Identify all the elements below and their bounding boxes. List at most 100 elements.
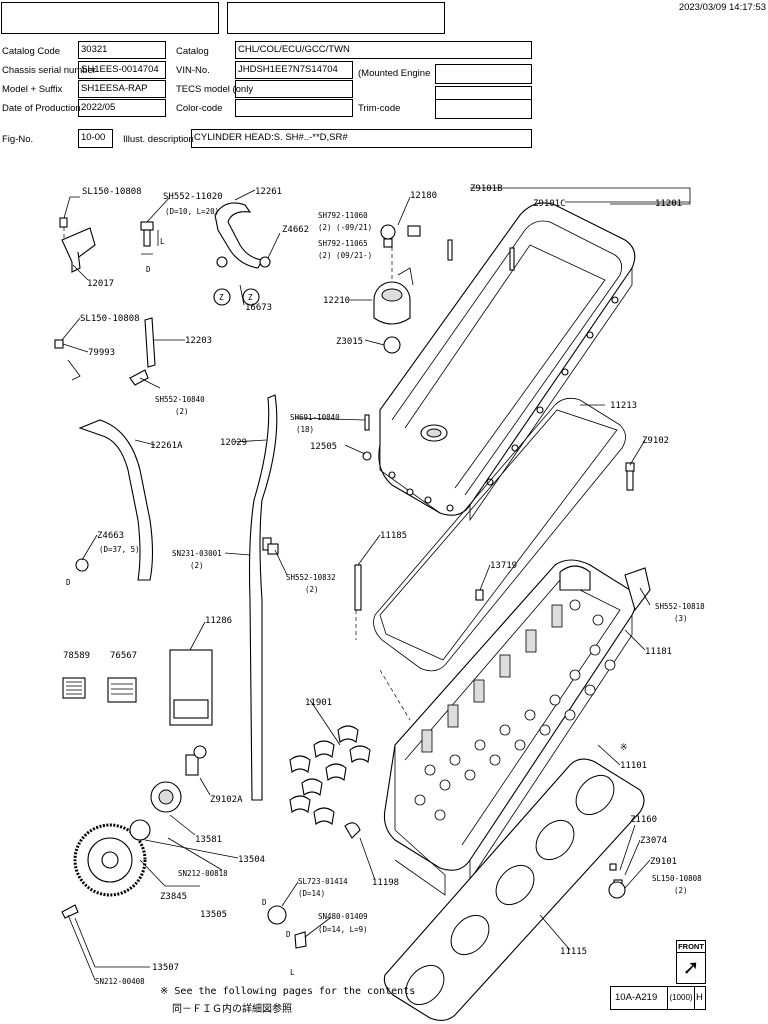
label-sl150-10808-b: SL150-10808 [80,314,140,324]
label-z4662: Z4662 [282,225,309,235]
header-blank-box-2 [227,2,445,34]
label-star: ※ [620,743,628,753]
catalog-code-value: 30321 [78,41,166,59]
label-13581: 13581 [195,835,222,845]
label-sl723-01414-dim: (D=14) [298,889,325,898]
tecs-label: TECS model (only [176,84,254,95]
label-sh792-11065: SH792-11065 [318,239,368,248]
label-sh552-10832-q: (2) [305,585,319,594]
label-12017: 12017 [87,279,114,289]
note-line-2: 同－ＦＩＧ内の詳細図参照 [172,1004,292,1015]
label-sh552-10818-q: (3) [674,614,688,623]
label-12203: 12203 [185,336,212,346]
ref-box: 10A-A219 (1000) H [610,986,706,1010]
front-label: FRONT [677,942,705,953]
illust-value: CYLINDER HEAD:S. SH#..-**D,SR# [191,129,532,148]
camshaft-gear [61,745,207,919]
label-z3015: Z3015 [336,337,363,347]
catalog-label: Catalog [176,46,209,57]
color-value [235,99,353,117]
label-sn480-01409-dim: (D=14, L=9) [318,925,368,934]
label-sn212-00818: SN212-00818 [178,869,228,878]
label-11213: 11213 [610,401,637,411]
label-16673: 16673 [245,303,272,313]
cover-gasket [373,397,626,672]
color-label: Color-code [176,103,223,114]
ref-scale: (1000) [667,987,695,1009]
catalog-value: CHL/COL/ECU/GCC/TWN [235,41,532,59]
label-z1160: Z1160 [630,815,657,825]
label-11286: 11286 [205,616,232,626]
trim-label: Trim-code [358,103,401,114]
vin-label: VIN-No. [176,65,210,76]
label-z4663: Z4663 [97,531,124,541]
label-sn480-01409: SN480-01409 [318,912,368,921]
bracket-12017 [59,217,96,273]
trim-value [435,99,532,119]
label-sl150-10808-c-q: (2) [674,886,688,895]
label-76567: 76567 [110,651,137,661]
label-sh552-10840-q: (2) [175,407,189,416]
front-indicator: FRONT ➚ [676,940,706,984]
label-d4: D [286,930,291,939]
label-11198: 11198 [372,878,399,888]
label-z3074: Z3074 [640,836,667,846]
label-12029: 12029 [220,438,247,448]
label-12180: 12180 [410,191,437,201]
label-z9101b: Z9101B [470,184,503,194]
hose-12261a [78,419,154,581]
mounted-engine-value [435,64,532,84]
ref-code: 10A-A219 [615,992,658,1003]
date-value: 2022/05 [78,99,166,117]
label-z9102a: Z9102A [210,795,243,805]
label-z9101: Z9101 [650,857,677,867]
hose-12029 [248,394,278,801]
label-z-b: Z [248,293,253,302]
model-label: Model + Suffix [2,84,63,95]
chassis-value: SH1EES-0014704 [78,61,166,79]
bracket-12203 [54,317,156,386]
label-sh552-11020-dim: (D=10, L=20) [165,207,219,216]
fig-label: Fig-No. [2,134,34,145]
model-value: SH1EESA-RAP [78,80,166,98]
label-z4663-dim: (D=37, 5) [99,545,140,554]
head-gasket [383,758,645,1021]
ref-rev: H [696,992,703,1003]
label-79993: 79993 [88,348,115,358]
date-label: Date of Production [2,103,81,114]
label-11101: 11101 [620,761,647,771]
label-z9101c: Z9101C [533,199,566,209]
label-11901: 11901 [305,698,332,708]
label-13504: 13504 [238,855,265,865]
illust-label: Illust. description [123,134,194,145]
front-arrow-icon: ➚ [682,957,700,979]
label-sl150-10808-a: SL150-10808 [82,187,142,197]
label-sh691-10840-q: (18) [296,425,314,434]
label-sh552-10818: SH552-10818 [655,602,705,611]
cap-set-11901 [289,725,371,825]
label-l1: L [160,237,165,246]
label-13507: 13507 [152,963,179,973]
label-sn231-03001: SN231-03001 [172,549,222,558]
label-12261: 12261 [255,187,282,197]
label-sn212-00408: SN212-00408 [95,977,145,986]
label-sheets [62,649,213,726]
fig-value: 10-00 [78,129,113,148]
label-sh552-11020: SH552-11020 [163,192,223,202]
label-11201: 11201 [655,199,682,209]
note-line-1: ※ See the following pages for the conten… [160,986,416,997]
label-sh792-11065-note: (2) (09/21-) [318,251,372,260]
label-d2: D [66,578,71,587]
label-78589: 78589 [63,651,90,661]
tecs-value [235,80,353,98]
header-blank-box-1 [1,2,219,34]
label-12261a: 12261A [150,441,183,451]
label-sh552-10832: SH552-10832 [286,573,336,582]
hose-12261 [213,202,271,306]
label-sh792-11060-note: (2) (-09/21) [318,223,372,232]
vin-value: JHDSH1EE7N7S14704 [235,61,353,79]
chassis-label: Chassis serial number [2,65,96,76]
label-z9102: Z9102 [642,436,669,446]
label-sl723-01414: SL723-01414 [298,877,348,886]
mounted-engine-label: (Mounted Engine [358,68,431,79]
